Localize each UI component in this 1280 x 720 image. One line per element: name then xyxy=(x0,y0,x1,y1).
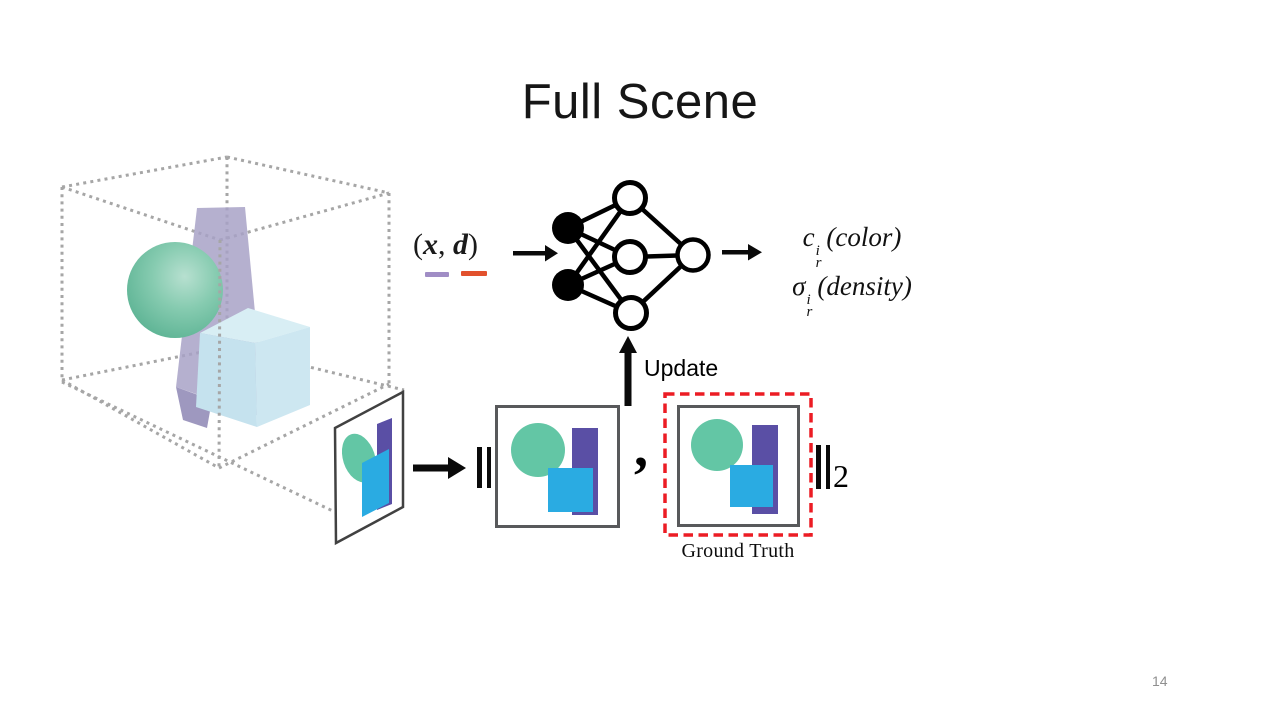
density-subscript: r xyxy=(806,303,813,320)
cube-front-face xyxy=(196,333,257,427)
norm-bar xyxy=(816,445,821,489)
cube-edge xyxy=(226,155,390,195)
plane-blue-rect xyxy=(362,449,389,517)
norm-bar xyxy=(825,445,830,489)
x-underline-mark xyxy=(425,272,449,277)
camera-image-plane xyxy=(333,389,405,546)
cube-edge xyxy=(218,382,390,470)
ground-truth-box xyxy=(663,392,813,537)
gt-teal-circle xyxy=(691,419,743,471)
page-number: 14 xyxy=(1152,673,1168,689)
cube-top-face xyxy=(200,308,310,343)
input-comma: , xyxy=(438,228,446,261)
density-superscript: i xyxy=(806,291,811,308)
update-label: Update xyxy=(644,355,719,381)
cube-edge xyxy=(61,185,221,242)
input-node xyxy=(552,212,584,244)
cube-edge xyxy=(61,155,228,189)
sphere-shape xyxy=(127,242,223,338)
input-arrow xyxy=(513,245,558,262)
loss-comma: , xyxy=(634,417,648,479)
color-superscript: i xyxy=(815,243,820,259)
density-symbol: σ xyxy=(792,270,806,301)
cube-front-edge xyxy=(217,239,222,469)
paren-open: ( xyxy=(413,228,423,261)
output-arrow xyxy=(722,244,762,261)
render-arrow xyxy=(413,457,466,479)
hidden-node xyxy=(612,180,648,216)
input-node xyxy=(552,269,584,301)
norm-close-bars xyxy=(816,445,830,489)
image-plane-content xyxy=(341,418,392,517)
color-label: (color) xyxy=(826,222,902,252)
d-underline-mark xyxy=(461,271,487,276)
hidden-node xyxy=(612,239,648,275)
rendered-blue-square xyxy=(548,468,593,512)
color-subscript: r xyxy=(815,255,822,272)
cube-edge xyxy=(219,191,390,242)
update-arrow xyxy=(619,336,637,406)
hidden-node xyxy=(613,295,649,331)
input-x: x xyxy=(423,228,438,261)
ground-truth-label: Ground Truth xyxy=(681,540,795,562)
blue-cube xyxy=(196,308,310,427)
output-node xyxy=(675,237,711,273)
page-title: Full Scene xyxy=(521,75,759,129)
norm-open-bars xyxy=(477,447,491,488)
input-expression: (x, d) xyxy=(413,228,513,282)
ground-truth-dashed-border xyxy=(663,392,813,537)
norm-bar xyxy=(477,447,482,488)
color-symbol: c xyxy=(802,222,815,252)
input-d: d xyxy=(453,228,468,261)
ground-truth-image xyxy=(677,405,800,527)
norm-bar xyxy=(486,447,491,488)
cube-right-face xyxy=(255,327,310,427)
gt-blue-square xyxy=(730,465,773,507)
density-label: (density) xyxy=(817,270,912,301)
mlp-network xyxy=(552,180,711,331)
paren-close: ) xyxy=(468,228,478,261)
norm-subscript: 2 xyxy=(833,458,849,494)
red-dashed-rect xyxy=(663,392,813,537)
rendered-image-box xyxy=(495,405,620,528)
